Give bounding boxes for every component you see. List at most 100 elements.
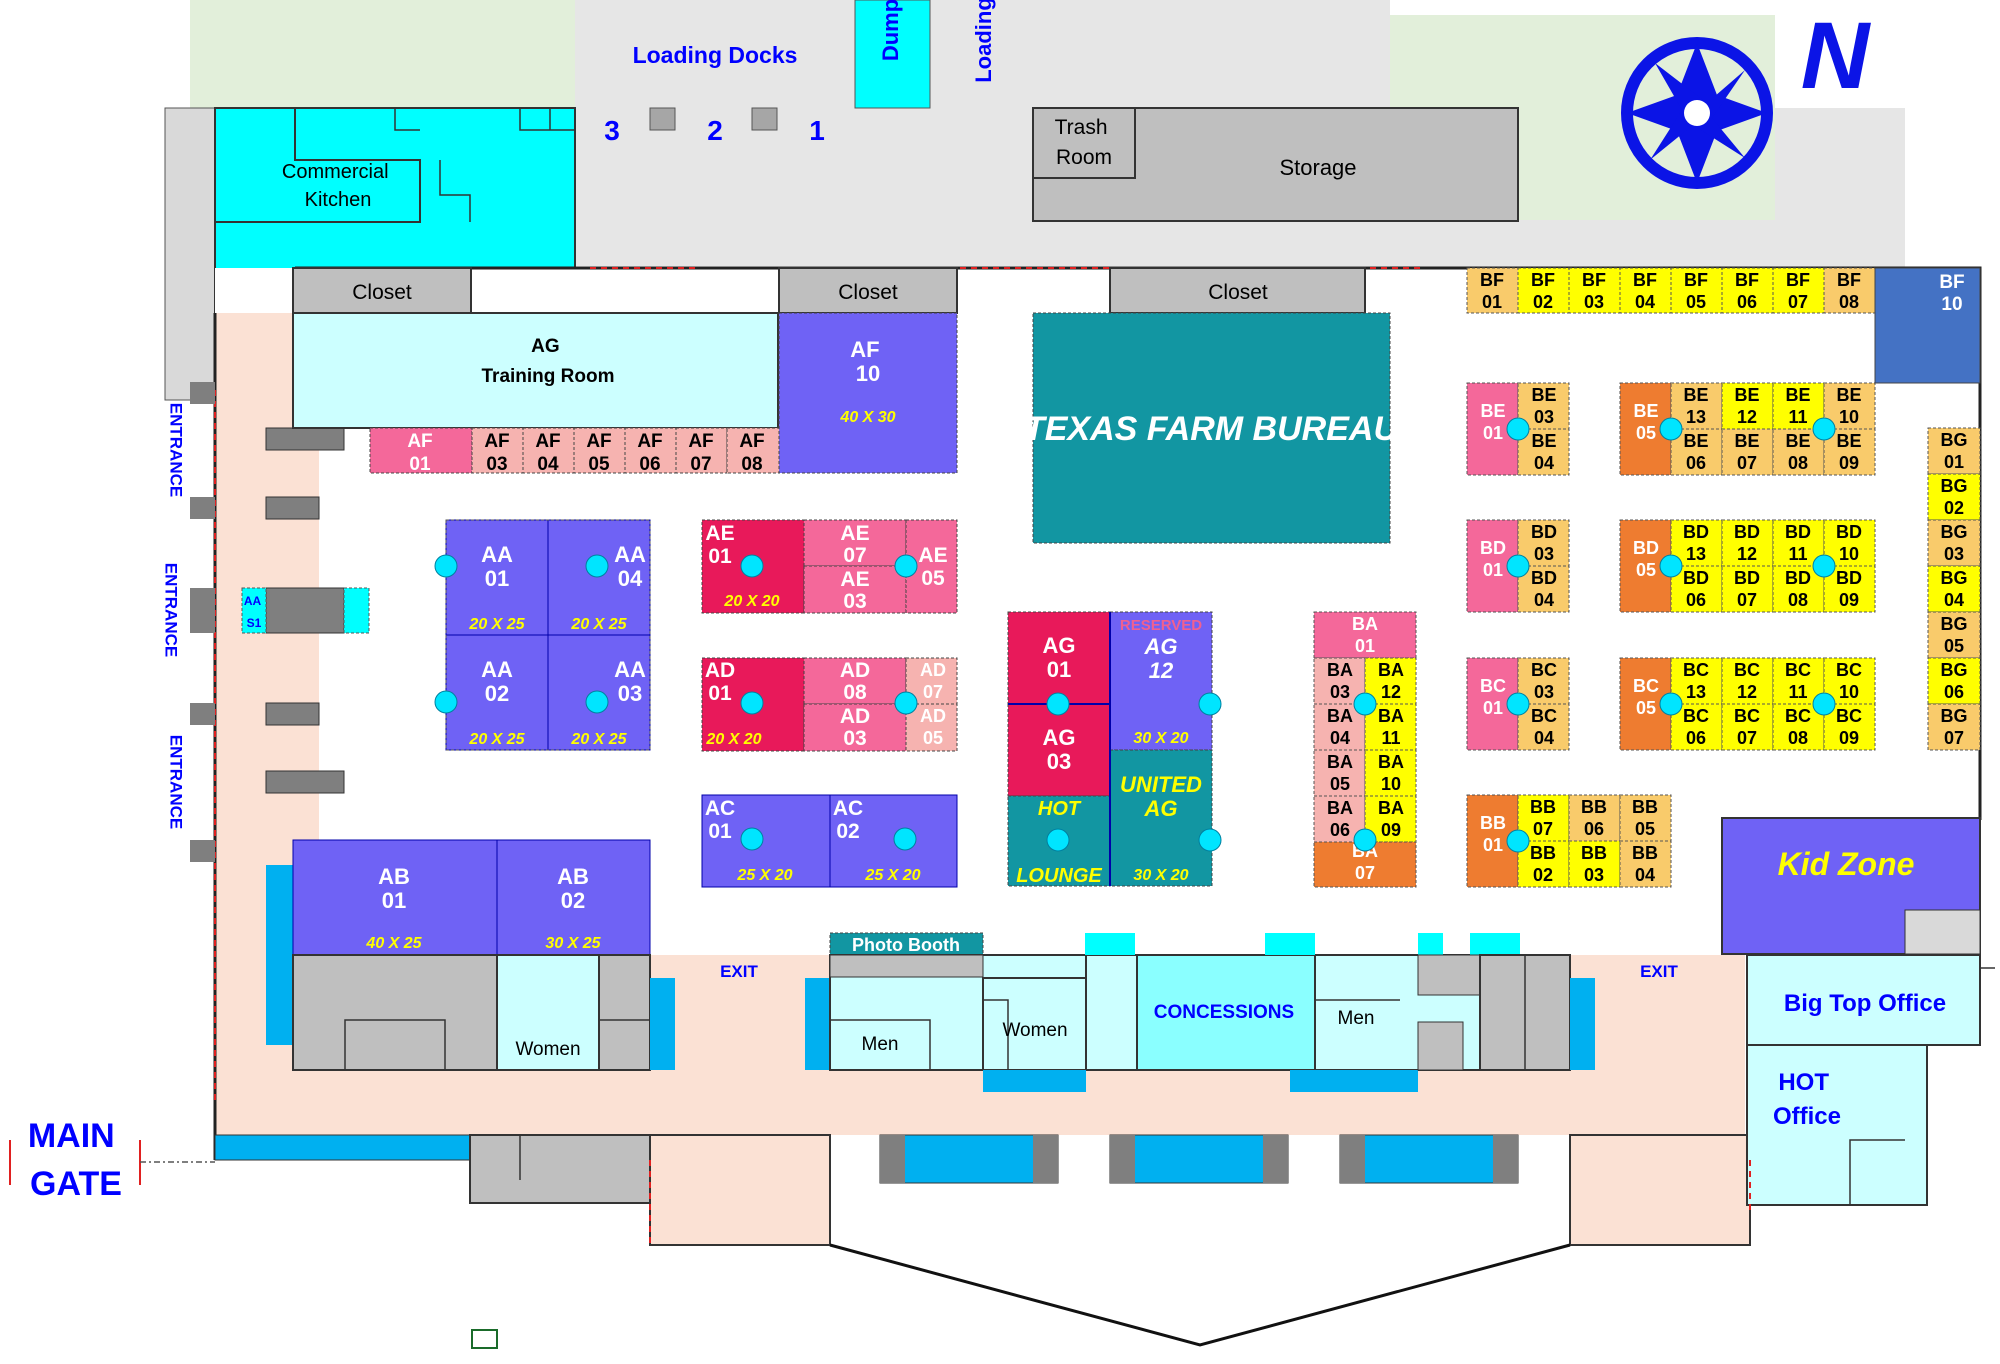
booth-bf-02[interactable]	[1517, 267, 1570, 314]
south-door-1[interactable]	[879, 1134, 1059, 1184]
booth-bd-08[interactable]	[1772, 565, 1825, 613]
booth-bf-01[interactable]	[1466, 267, 1519, 314]
booth-bb-04[interactable]	[1619, 840, 1672, 888]
booth-af-01[interactable]	[369, 427, 473, 474]
booth-bf-07[interactable]	[1772, 267, 1825, 314]
booth-aa-s1[interactable]	[241, 587, 267, 634]
booth-ad-08[interactable]	[803, 657, 907, 705]
booth-bb-03[interactable]	[1568, 840, 1621, 888]
booth-ad-03[interactable]	[803, 703, 907, 752]
hot-lounge-label-bottom: LOUNGE	[1016, 865, 1102, 887]
booth-bd-12[interactable]	[1721, 519, 1774, 567]
mens-restroom-east-label: Men	[1338, 1008, 1375, 1029]
texas-farm-bureau[interactable]	[1032, 312, 1391, 544]
booth-bg-01[interactable]	[1927, 427, 1981, 475]
booth-bf-08[interactable]	[1823, 267, 1876, 314]
concessions-label: CONCESSIONS	[1154, 1002, 1294, 1023]
power-outlet-icon	[1506, 692, 1530, 716]
mens-restroom-center-label: Men	[862, 1034, 899, 1055]
booth-af-10-size: 40 X 30	[839, 409, 895, 426]
south-door-3[interactable]	[1339, 1134, 1519, 1184]
south-vestibule-west	[649, 1134, 831, 1246]
power-outlet-icon	[740, 691, 764, 715]
ag-training-room-label: AG Training Room	[482, 336, 615, 387]
booth-bd-01[interactable]	[1466, 519, 1519, 613]
booth-bg-02[interactable]	[1927, 473, 1981, 521]
booth-af-08[interactable]	[726, 427, 780, 474]
booth-af-06[interactable]	[624, 427, 677, 474]
booth-bf-05[interactable]	[1670, 267, 1723, 314]
booth-bb-05[interactable]	[1619, 794, 1672, 842]
booth-af-07[interactable]	[675, 427, 728, 474]
booth-bg-04[interactable]	[1927, 565, 1981, 613]
womens-restroom-west-label: Women	[515, 1039, 580, 1060]
booth-ag-01[interactable]	[1007, 611, 1111, 705]
booth-be-12[interactable]	[1721, 382, 1774, 430]
booth-bf-10[interactable]	[1874, 267, 1981, 384]
booth-bc-12[interactable]	[1721, 657, 1774, 705]
booth-af-04[interactable]	[522, 427, 575, 474]
booth-bg-05[interactable]	[1927, 611, 1981, 659]
wall-display	[266, 865, 294, 1045]
hot-office[interactable]	[1746, 1044, 1928, 1206]
booth-bg-06[interactable]	[1927, 657, 1981, 705]
wall-column	[190, 497, 215, 519]
booth-ae-07[interactable]	[803, 519, 907, 567]
booth-bf-03[interactable]	[1568, 267, 1621, 314]
booth-bg-07[interactable]	[1927, 703, 1981, 751]
exit-label-east: EXIT	[1640, 962, 1678, 981]
dock-marker	[751, 107, 778, 131]
booth-bc-07[interactable]	[1721, 703, 1774, 751]
booth-ag-03[interactable]	[1007, 703, 1111, 797]
booth-ab-02[interactable]	[496, 839, 651, 956]
booth-bf-06[interactable]	[1721, 267, 1774, 314]
booth-af-05[interactable]	[573, 427, 626, 474]
booth-ac-02[interactable]	[829, 794, 958, 888]
womens-restroom-center-label: Women	[1002, 1020, 1067, 1041]
booth-ag-12[interactable]	[1109, 611, 1213, 751]
booth-ae-03[interactable]	[803, 565, 907, 614]
booth-bd-07[interactable]	[1721, 565, 1774, 613]
booth-united-ag[interactable]	[1109, 749, 1213, 887]
booth-ac-01[interactable]	[701, 794, 831, 888]
closet-center	[778, 267, 958, 314]
booth-ba-01[interactable]	[1313, 611, 1417, 659]
south-door-2[interactable]	[1109, 1134, 1289, 1184]
power-outlet-icon	[1812, 554, 1836, 578]
booth-bf-04[interactable]	[1619, 267, 1672, 314]
booth-be-07[interactable]	[1721, 428, 1774, 476]
booth-af-03[interactable]	[471, 427, 524, 474]
power-outlet-icon	[1659, 554, 1683, 578]
concessions[interactable]	[1136, 954, 1316, 1071]
power-outlet-icon	[585, 690, 609, 714]
storage-room	[1032, 107, 1519, 222]
booth-bg-03[interactable]	[1927, 519, 1981, 567]
booth-aa-02[interactable]	[445, 634, 549, 751]
booth-af-10[interactable]	[778, 312, 958, 474]
dump-area	[854, 0, 931, 109]
booth-ad-05[interactable]	[905, 703, 958, 752]
